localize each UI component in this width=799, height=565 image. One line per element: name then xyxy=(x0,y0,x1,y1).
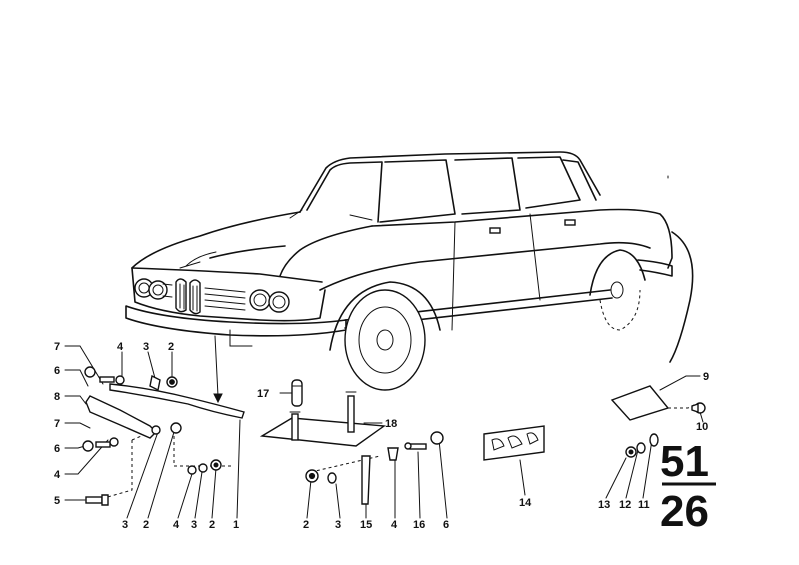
group-sub: 26 xyxy=(660,487,709,536)
gasket xyxy=(483,425,545,461)
callout-3: 3 xyxy=(143,341,149,353)
callout-2: 2 xyxy=(168,341,174,353)
group-number: 51 26 xyxy=(660,437,716,536)
callout-3b: 3 xyxy=(122,519,128,531)
callout-4c: 4 xyxy=(173,519,180,531)
callout-12: 12 xyxy=(619,499,631,511)
callout-13: 13 xyxy=(598,499,610,511)
group-main: 51 xyxy=(660,437,709,486)
rubber-pin xyxy=(291,379,303,407)
callout-labels: 7 4 3 2 6 8 7 6 4 5 3 2 4 3 2 1 17 18 2 … xyxy=(54,341,709,531)
callout-16: 16 xyxy=(413,519,425,531)
callout-7: 7 xyxy=(54,341,60,353)
callout-2c: 2 xyxy=(209,519,215,531)
callout-6: 6 xyxy=(54,365,60,377)
callout-14: 14 xyxy=(519,497,532,509)
callout-1: 1 xyxy=(233,519,239,531)
parts xyxy=(82,366,706,506)
callout-7b: 7 xyxy=(54,418,60,430)
callout-8: 8 xyxy=(54,391,60,403)
cover-plate-9 xyxy=(610,385,670,421)
callout-17: 17 xyxy=(257,388,269,400)
callout-4b: 4 xyxy=(54,469,61,481)
car-illustration xyxy=(125,151,694,391)
callout-10: 10 xyxy=(696,421,708,433)
callout-5: 5 xyxy=(54,495,60,507)
callout-15: 15 xyxy=(360,519,372,531)
cover-plate xyxy=(259,417,386,447)
callout-9: 9 xyxy=(703,371,709,383)
callout-6c: 6 xyxy=(443,519,449,531)
callout-2d: 2 xyxy=(303,519,309,531)
callout-3c: 3 xyxy=(191,519,197,531)
callout-3d: 3 xyxy=(335,519,341,531)
callout-4d: 4 xyxy=(391,519,398,531)
callout-6b: 6 xyxy=(54,443,60,455)
bracket xyxy=(85,395,157,439)
callout-4: 4 xyxy=(117,341,124,353)
callout-18: 18 xyxy=(385,418,397,430)
bumper-strip xyxy=(109,383,245,419)
callout-11: 11 xyxy=(638,499,650,511)
clamp xyxy=(361,455,371,505)
callout-2b: 2 xyxy=(143,519,149,531)
